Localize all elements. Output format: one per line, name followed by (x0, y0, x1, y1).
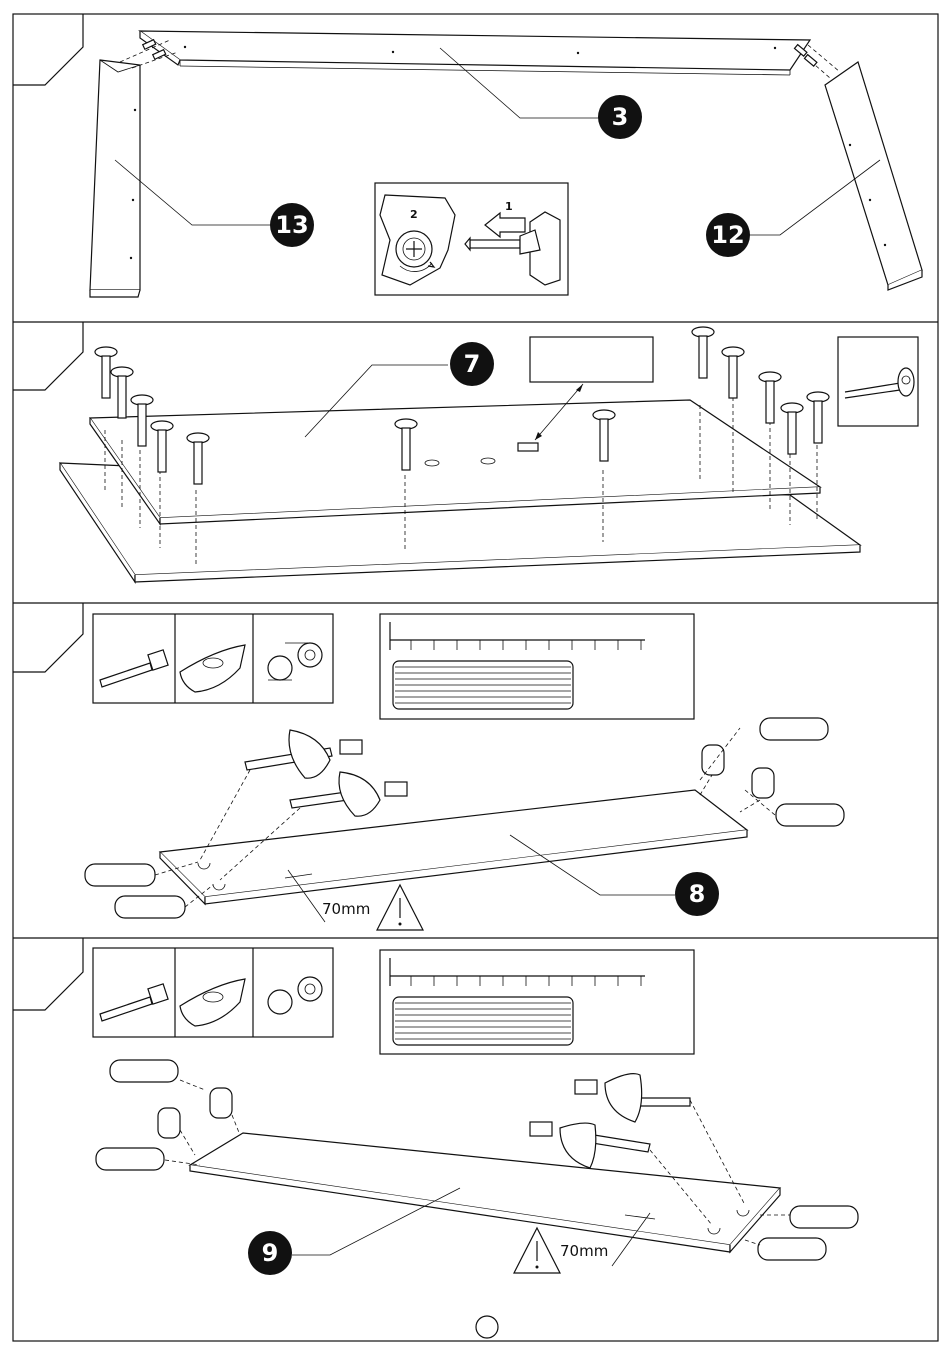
step-number-tab (13, 322, 83, 390)
page-number-circle (476, 1316, 498, 1338)
svg-text:9: 9 (262, 1239, 279, 1267)
svg-text:7: 7 (464, 350, 481, 378)
cam-lock-icon (180, 645, 245, 692)
step-1-illustration (90, 31, 922, 297)
dowel-scale-box (380, 614, 694, 719)
dowel-scale-box (380, 950, 694, 1054)
cam-bolt-icon (100, 650, 168, 687)
cam-lock-detail-box: 2 1 (375, 183, 568, 295)
callout-8: 8 (675, 872, 719, 916)
callout-3: 3 (598, 95, 642, 139)
measure-label: 70mm (560, 1242, 608, 1260)
detail-label-1: 1 (505, 200, 513, 213)
callout-13: 13 (270, 203, 314, 247)
callout-12: 12 (706, 213, 750, 257)
svg-text:13: 13 (275, 211, 308, 239)
arrow-left-icon (485, 213, 525, 237)
step-number-tab (13, 603, 83, 672)
callout-7: 7 (450, 342, 494, 386)
screw-detail-box (838, 337, 918, 426)
step-3-illustration (85, 718, 844, 922)
dowel-icon (96, 1148, 164, 1170)
dowel-icon (85, 864, 155, 886)
cam-bolt-icon (100, 984, 168, 1021)
svg-text:8: 8 (689, 880, 706, 908)
dowel-icon (760, 718, 828, 740)
dowel-icon (790, 1206, 858, 1228)
dowel-icon (268, 977, 322, 1014)
label-box (530, 337, 653, 382)
detail-label-2: 2 (410, 208, 418, 221)
svg-text:3: 3 (612, 103, 629, 131)
callout-9: 9 (248, 1231, 292, 1275)
dowel-icon (115, 896, 185, 918)
step-4-illustration (96, 1060, 858, 1266)
cam-lock-icon (180, 979, 245, 1026)
svg-text:12: 12 (711, 221, 744, 249)
dowel-icon (776, 804, 844, 826)
step-number-tab (13, 938, 83, 1010)
label-sticker (518, 443, 538, 451)
dowel-icon (110, 1060, 178, 1082)
dowel-icon (268, 643, 322, 680)
measure-label: 70mm (322, 900, 370, 918)
dowel-icon (758, 1238, 826, 1260)
step-number-tab (13, 14, 83, 85)
warning-icon (514, 1228, 560, 1273)
warning-icon (377, 885, 423, 930)
fittings-box (93, 614, 333, 703)
fittings-box (93, 948, 333, 1037)
